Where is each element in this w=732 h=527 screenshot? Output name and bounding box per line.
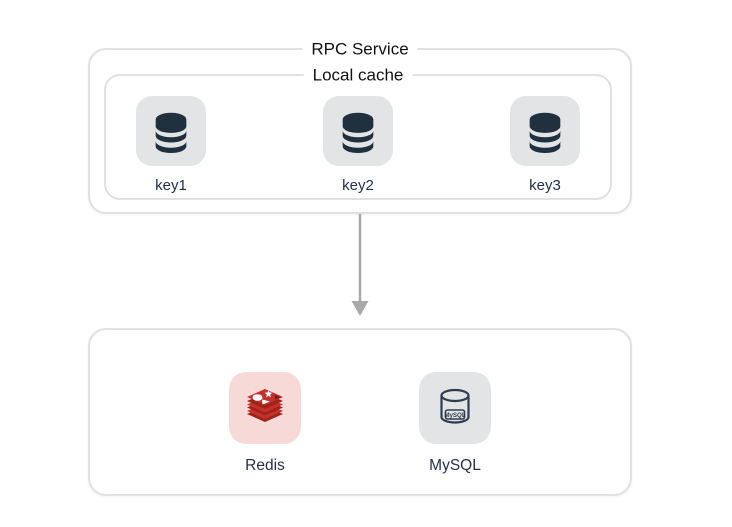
cache-node-key1: key1 xyxy=(136,96,206,194)
local-cache-label: Local cache xyxy=(303,64,413,86)
storage-node-label: MySQL xyxy=(429,457,481,474)
rpc-service-label: RPC Service xyxy=(302,38,418,60)
storage-node-redis: Redis xyxy=(229,372,301,475)
database-icon xyxy=(323,96,393,166)
storage-node-row: Redis MySQL MySQL xyxy=(90,330,630,475)
cache-node-label: key2 xyxy=(342,177,374,194)
cache-node-label: key1 xyxy=(155,177,187,194)
mysql-icon-text: MySQL xyxy=(444,412,466,419)
down-arrow-icon xyxy=(351,214,369,316)
mysql-icon: MySQL xyxy=(419,372,491,444)
rpc-service-box: RPC Service Local cache ke xyxy=(88,38,632,214)
redis-icon xyxy=(229,372,301,444)
cache-node-key2: key2 xyxy=(323,96,393,194)
storage-box: Redis MySQL MySQL xyxy=(88,328,632,496)
local-cache-box: Local cache key1 xyxy=(104,64,612,200)
cache-node-label: key3 xyxy=(529,177,561,194)
cache-node-row: key1 key2 xyxy=(106,76,610,194)
storage-node-mysql: MySQL MySQL xyxy=(419,372,491,475)
cache-node-key3: key3 xyxy=(510,96,580,194)
storage-node-label: Redis xyxy=(245,457,285,474)
database-icon xyxy=(510,96,580,166)
database-icon xyxy=(136,96,206,166)
